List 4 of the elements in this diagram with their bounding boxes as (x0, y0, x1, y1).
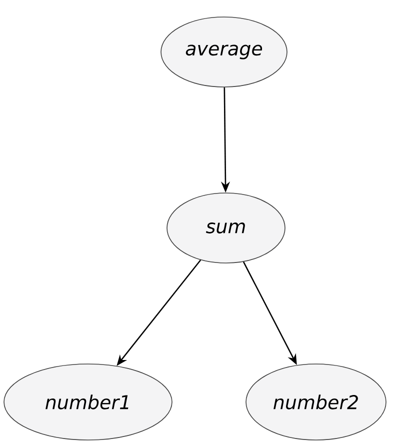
ellipse-node: number1 (4, 364, 172, 440)
ellipse-node: number2 (246, 364, 386, 440)
ellipse-node: average (160, 16, 288, 88)
ellipse-node: sum (166, 192, 286, 264)
